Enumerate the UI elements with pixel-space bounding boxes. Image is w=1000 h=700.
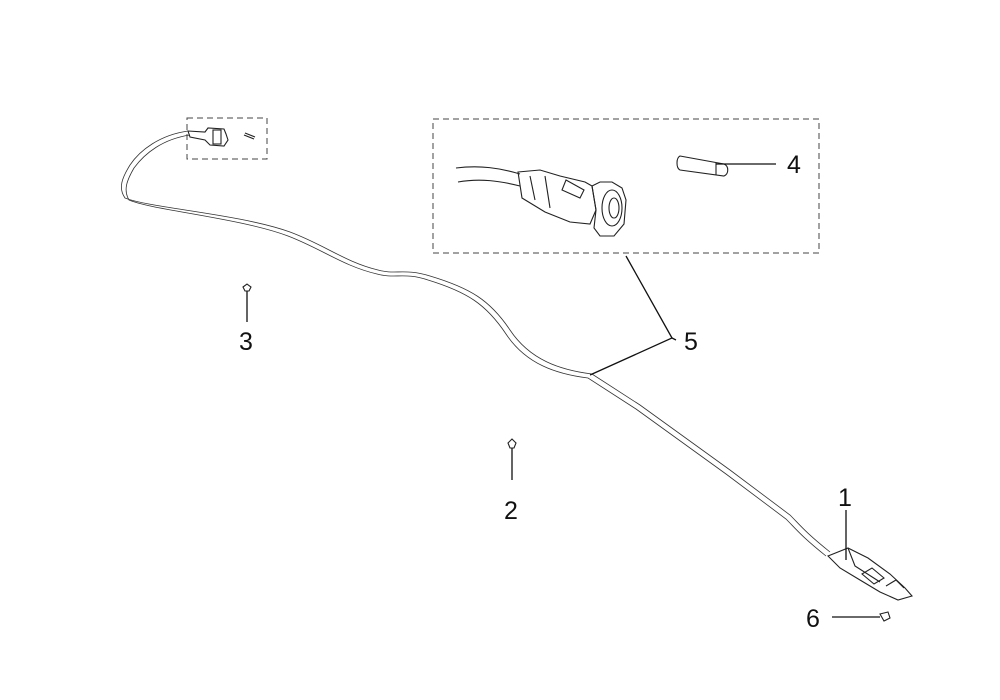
callout-3: 3 [239,328,253,356]
callout-2: 2 [504,497,518,525]
callout-4: 4 [787,151,801,179]
socket-bayonet-head [591,181,627,237]
callout-1: 1 [838,484,852,512]
connector-collar [212,129,222,145]
socket-body [517,169,597,225]
socket-cable-tail [455,166,521,175]
socket-detail [432,118,820,254]
clip-part-3 [242,283,252,322]
connector-detail [186,117,268,160]
connector-dashed-box [186,117,268,160]
leader-5 [589,255,673,376]
socket-dashed-box [432,118,820,254]
cable-line-lower [125,134,827,557]
screw-part-6 [832,611,891,622]
cable-line-upper [120,130,831,553]
cable-assembly [120,130,831,557]
connector-pin [243,134,255,140]
switch-housing [827,510,913,601]
callout-5: 5 [684,328,698,356]
clip-part-2 [507,438,517,480]
tube-part [676,155,729,177]
callout-6: 6 [806,605,820,633]
switch-body [827,547,913,601]
cable-connector [187,127,229,147]
